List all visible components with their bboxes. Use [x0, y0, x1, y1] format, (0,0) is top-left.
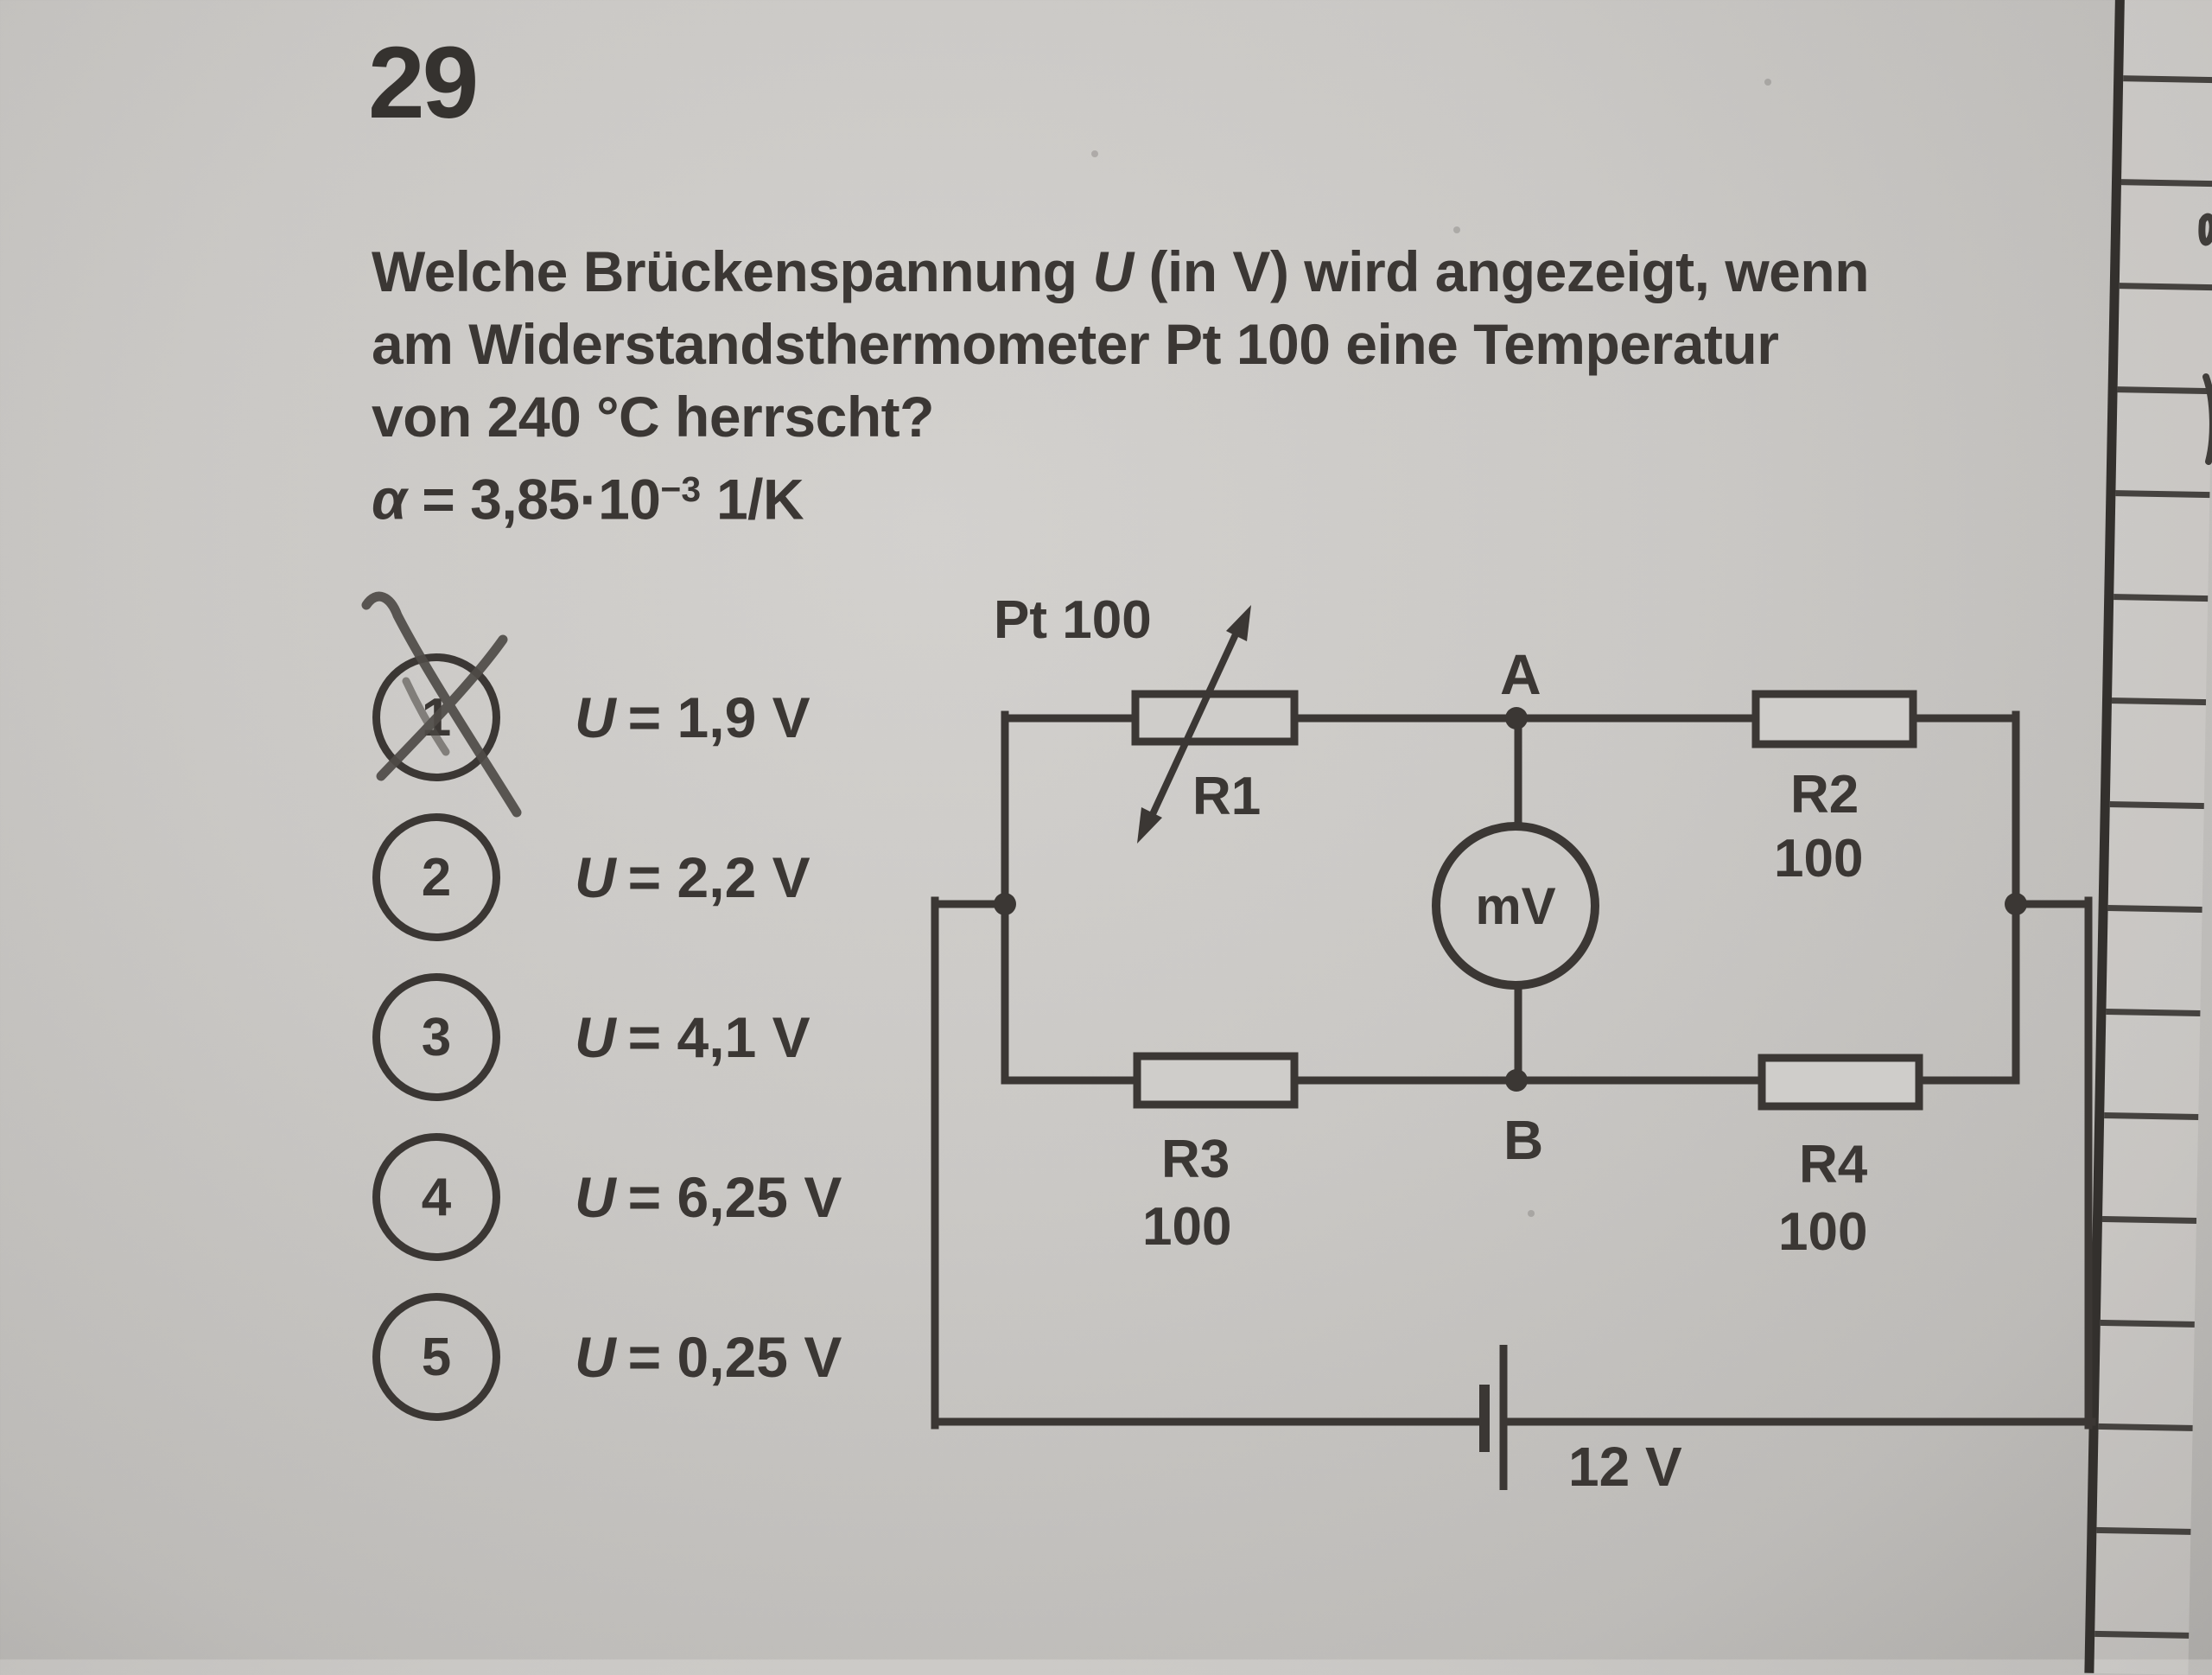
r4-value: 100: [1778, 1202, 1868, 1262]
option-label-4: U= 6,25 V: [575, 1165, 842, 1229]
r2-value: 100: [1774, 829, 1864, 888]
alpha-symbol: α: [372, 467, 407, 532]
question-text: Welche Brückenspannung U (in V) wird ang…: [372, 235, 2065, 535]
node-a-dot: [1505, 707, 1528, 729]
arrow-tail-head-icon: [1137, 807, 1162, 844]
pencil-cross-mark: [376, 634, 508, 781]
battery-symbol: [1479, 1345, 1508, 1490]
r3-label: R3: [1161, 1130, 1230, 1189]
paper-speck: [1091, 150, 1098, 157]
option-number: 4: [421, 1167, 452, 1227]
resistor-r4-box: [1758, 1054, 1923, 1111]
resistor-r1-box: [1131, 690, 1299, 746]
variable-resistor-arrow: [1137, 605, 1251, 844]
handwriting-mark: [2202, 373, 2212, 465]
question-line-2: am Widerstandsthermometer Pt 100 eine Te…: [372, 312, 1779, 376]
millivoltmeter-label: mV: [1475, 876, 1556, 935]
resistor-r3-box: [1133, 1052, 1299, 1109]
node-b-dot: [1505, 1069, 1528, 1092]
option-label-5: U= 0,25 V: [575, 1325, 842, 1389]
node-a-label: A: [1500, 642, 1541, 706]
paper-speck: [1764, 79, 1771, 86]
option-label-2: U= 2,2 V: [575, 845, 810, 909]
pencil-cross-mark: [402, 677, 450, 756]
question-line-3: von 240 °C herrscht?: [372, 385, 934, 449]
handwriting-mark: [2198, 213, 2212, 246]
paper-speck: [1453, 226, 1460, 233]
battery-voltage-label: 12 V: [1568, 1436, 1682, 1498]
millivoltmeter-circle: [1432, 822, 1599, 990]
right-junction-dot: [2005, 893, 2027, 915]
option-number: 5: [421, 1327, 452, 1387]
option-number: 3: [421, 1007, 452, 1067]
pencil-cross-mark: [361, 591, 522, 818]
left-junction-dot: [994, 893, 1016, 915]
pt100-label: Pt 100: [994, 590, 1152, 650]
question-line-1: Welche Brückenspannung U (in V) wird ang…: [372, 239, 1870, 303]
r3-value: 100: [1142, 1197, 1232, 1257]
resistor-r2-box: [1751, 690, 1917, 748]
option-label-3: U= 4,1 V: [575, 1005, 810, 1069]
r4-label: R4: [1799, 1135, 1868, 1194]
paper-speck: [1528, 1210, 1535, 1217]
option-circle-4: 4: [372, 1133, 500, 1261]
page-title: 29: [368, 26, 479, 140]
option-circle-2: 2: [372, 813, 500, 941]
r1-label: R1: [1192, 767, 1262, 826]
node-b-label: B: [1503, 1109, 1544, 1171]
option-circle-5: 5: [372, 1293, 500, 1421]
voltage-symbol: U: [1092, 239, 1134, 303]
alpha-formula: α = 3,85·10−3 1/K: [372, 467, 804, 532]
option-label-1: U= 1,9 V: [575, 685, 810, 749]
arrow-head-icon: [1226, 605, 1251, 641]
option-number: 2: [421, 847, 452, 908]
option-circle-3: 3: [372, 973, 500, 1101]
r2-label: R2: [1790, 765, 1859, 825]
